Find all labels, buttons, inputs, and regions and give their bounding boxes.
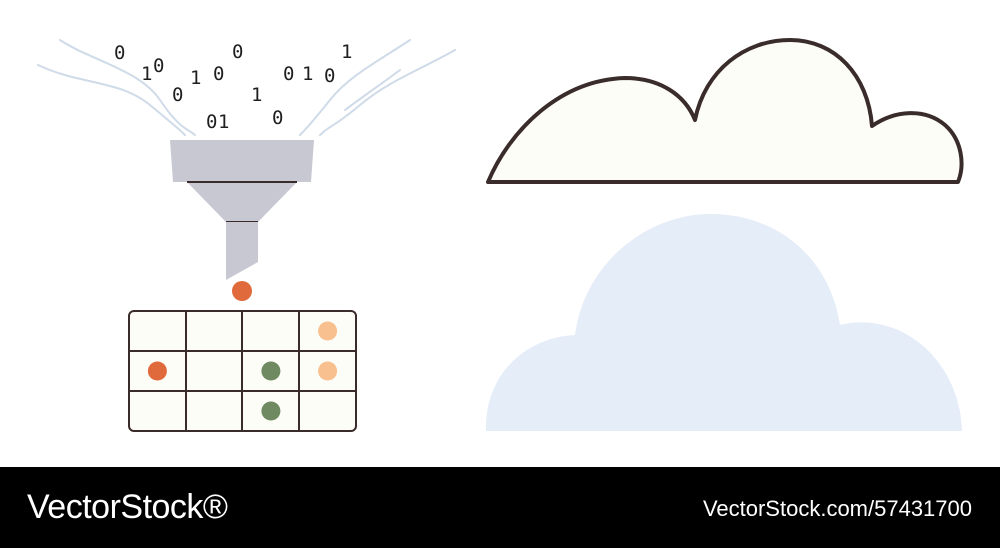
wisp-right-2	[319, 49, 456, 136]
cloud-solid	[485, 214, 962, 431]
binary-digit: 1	[190, 67, 201, 89]
binary-digit: 0	[206, 111, 217, 133]
binary-digit: 0	[272, 107, 283, 129]
funnel	[170, 140, 314, 280]
data-grid	[128, 310, 357, 432]
binary-digit: 1	[218, 111, 229, 133]
wisp-left-1	[59, 39, 196, 136]
grid-dot	[261, 361, 281, 381]
data-drop	[232, 281, 252, 301]
grid-dot	[261, 401, 281, 421]
binary-digit: 0	[324, 65, 335, 87]
binary-digit: 1	[251, 84, 262, 106]
binary-digit: 0	[172, 84, 183, 106]
binary-digit: 1	[341, 41, 352, 63]
illustration-area: 0 1 0 1 0 0 0 1 0 1 0 1 0 1 0	[37, 38, 964, 432]
binary-digit: 0	[283, 63, 294, 85]
data-stream-wisps	[37, 39, 456, 136]
binary-digit: 1	[302, 63, 313, 85]
illustration-svg: 0 1 0 1 0 0 0 1 0 1 0 1 0 1 0	[37, 38, 964, 432]
binary-digit: 1	[141, 63, 152, 85]
binary-digit: 0	[153, 55, 164, 77]
watermark-footer: VectorStock® VectorStock.com/57431700	[0, 467, 1000, 548]
wisp-right-3	[344, 69, 401, 111]
binary-digits: 0 1 0 1 0 0 0 1 0 1 0 1 0 1 0	[114, 41, 352, 133]
grid-dot	[318, 361, 338, 381]
binary-digit: 0	[232, 41, 243, 63]
binary-digit: 0	[114, 42, 125, 64]
funnel-spout	[226, 222, 258, 280]
grid-dots	[147, 321, 338, 421]
grid-dot	[318, 321, 338, 341]
funnel-cone	[187, 182, 297, 222]
cloud-outline	[486, 38, 964, 184]
grid-dot	[147, 361, 167, 381]
image-id-label: VectorStock.com/57431700	[702, 496, 972, 521]
funnel-rim	[170, 140, 314, 182]
vectorstock-logo: VectorStock®	[27, 488, 228, 526]
wisp-right-1	[299, 39, 411, 136]
binary-digit: 0	[213, 63, 224, 85]
wisp-left-2	[37, 64, 186, 136]
